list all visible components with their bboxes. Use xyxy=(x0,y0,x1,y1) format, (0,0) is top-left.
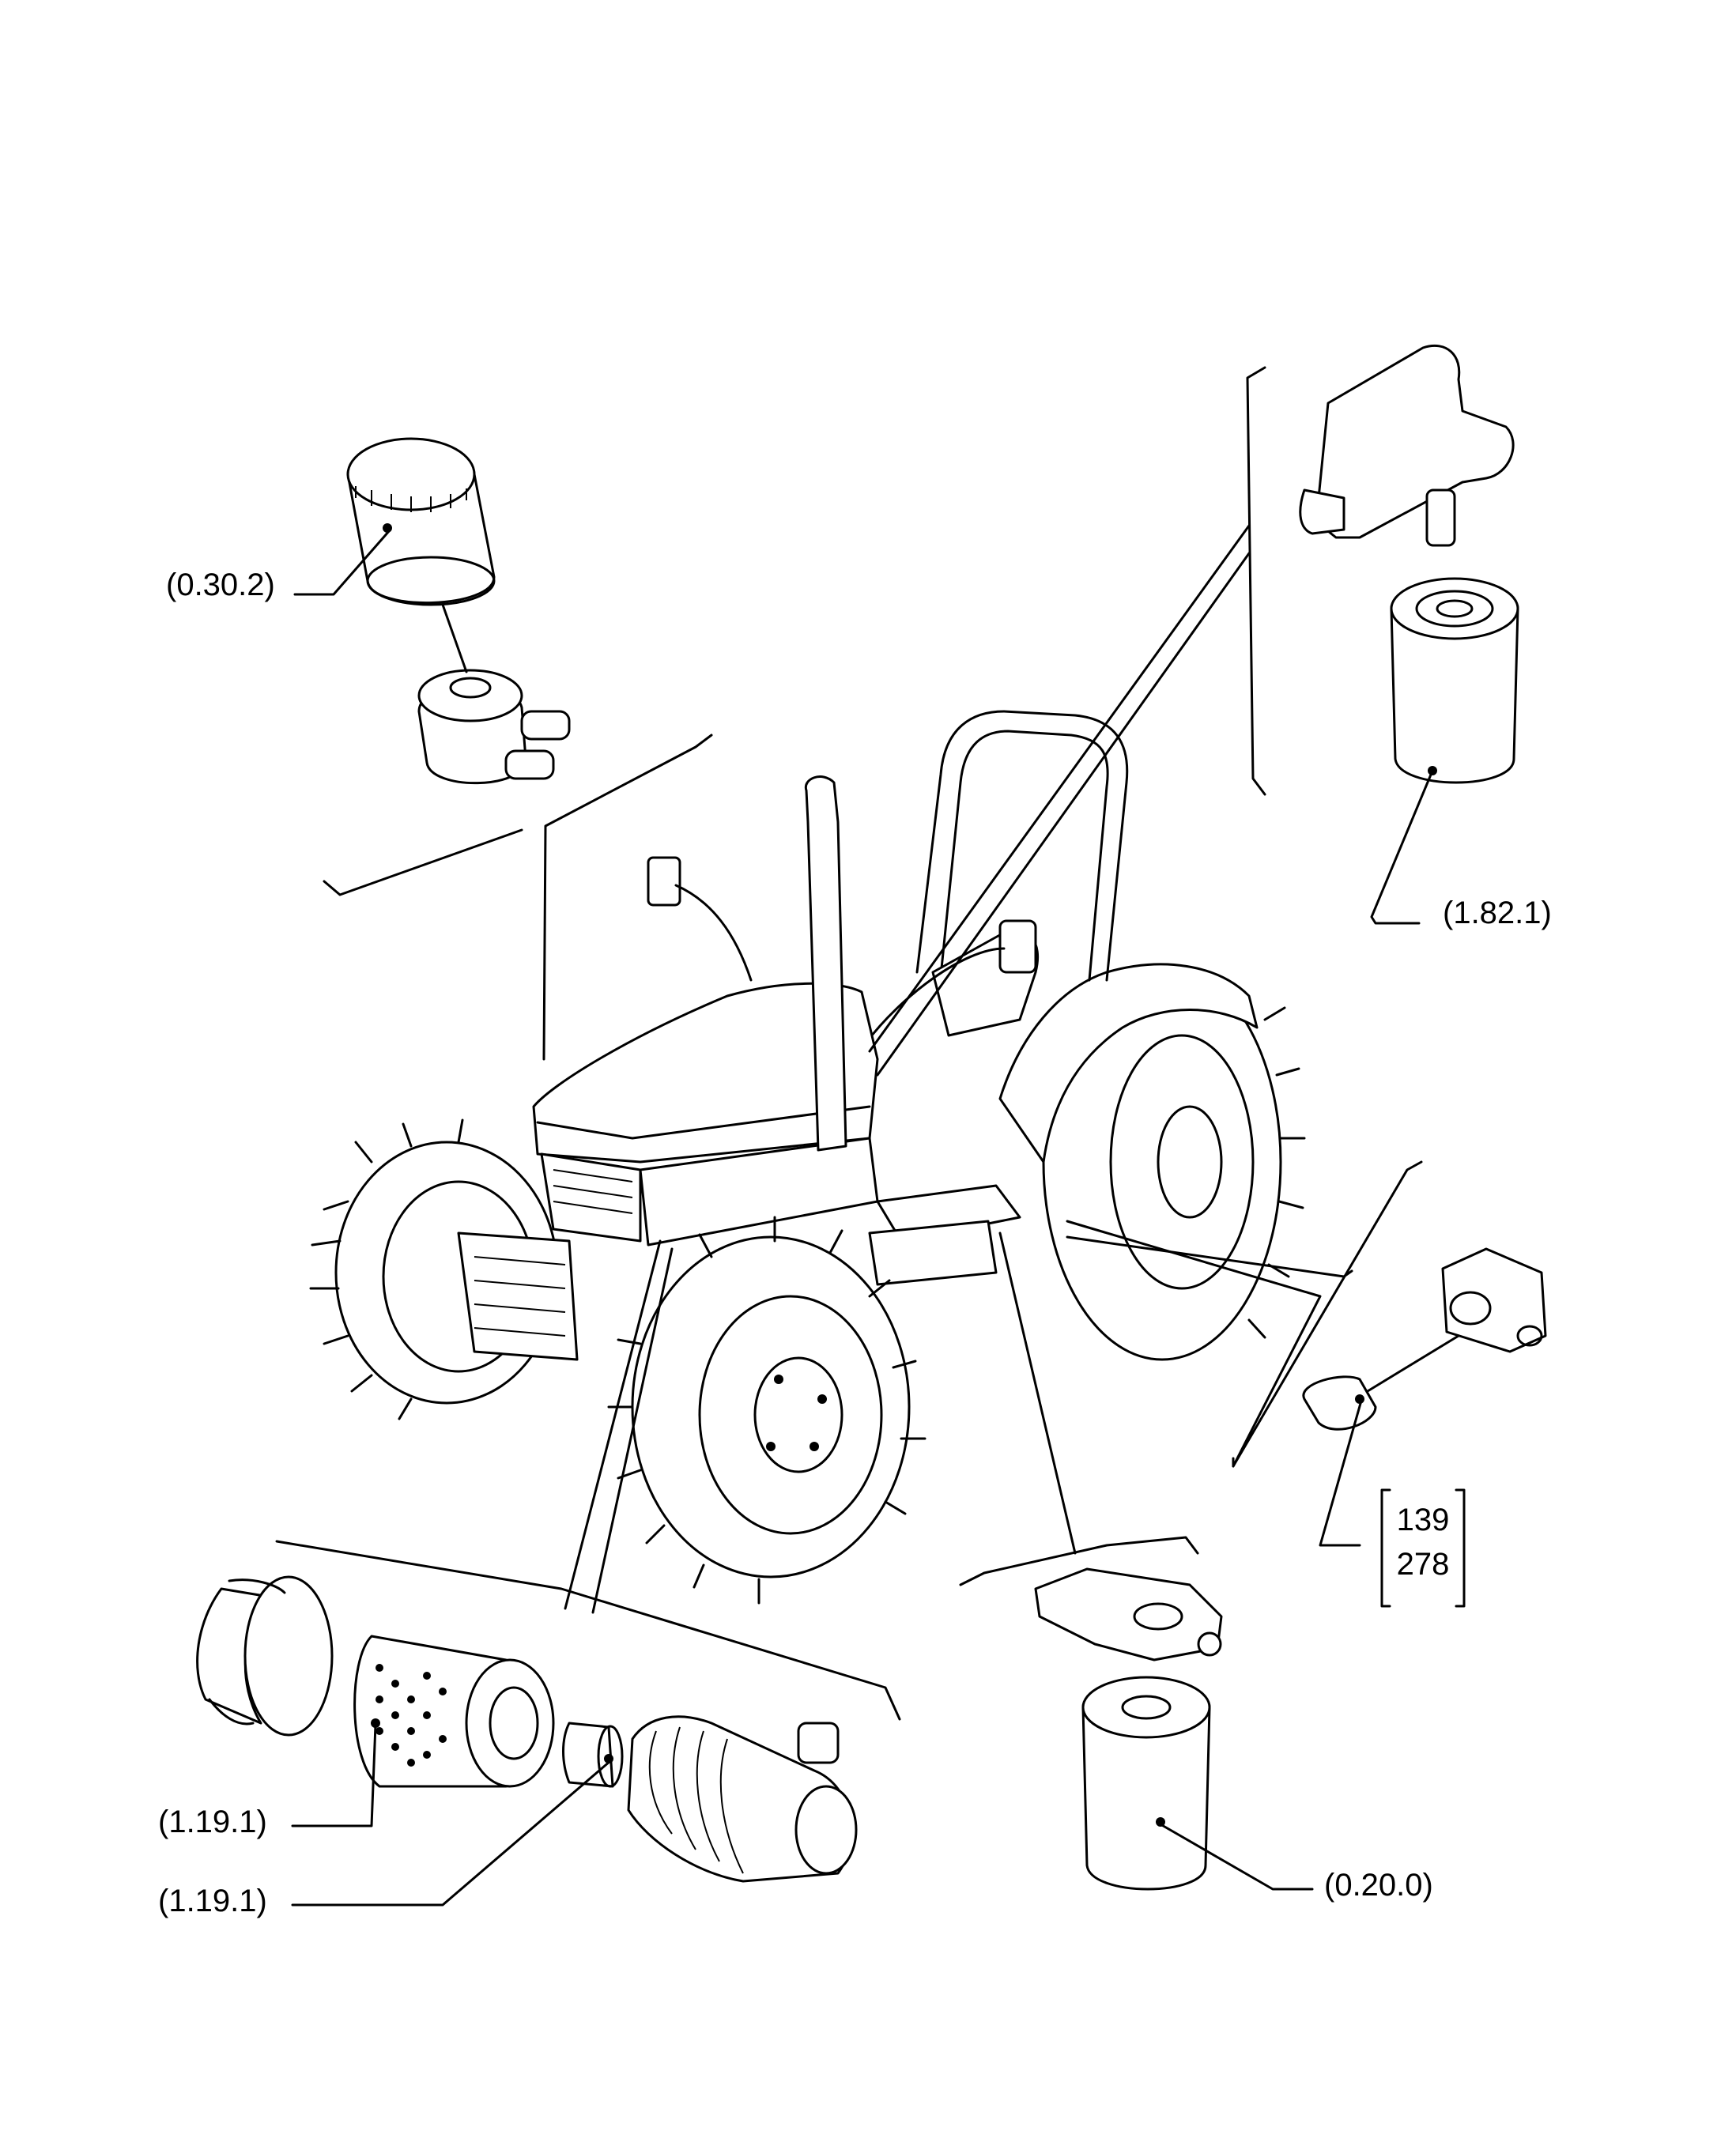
front-right-tire xyxy=(607,1216,926,1605)
callout-air-filter-inner: (1.19.1) xyxy=(158,1884,267,1918)
leader-lines xyxy=(291,524,1432,1907)
fuel-filter-illustration xyxy=(959,1536,1223,1891)
front-grille xyxy=(540,1152,642,1243)
roll-bar xyxy=(915,710,1129,982)
oil-filter-illustration xyxy=(346,437,571,785)
reference-box: 139 278 xyxy=(1385,1498,1461,1586)
callout-fuel-filter: (0.20.0) xyxy=(1324,1868,1433,1903)
callout-hydraulic-filter: (1.82.1) xyxy=(1443,896,1552,930)
exhaust-stack xyxy=(804,775,847,1152)
sensor-illustration xyxy=(1232,1160,1547,1468)
hydraulic-filter-illustration xyxy=(1246,344,1519,796)
callout-air-filter-outer: (1.19.1) xyxy=(158,1805,267,1839)
air-filter-illustration xyxy=(196,1540,901,1883)
callout-oil-filter: (0.30.2) xyxy=(166,568,275,602)
tractor-illustration xyxy=(309,710,1306,1605)
rear-right-tire xyxy=(1042,963,1306,1361)
reference-line-1: 139 xyxy=(1396,1503,1450,1537)
reference-box-brackets xyxy=(1380,1488,1466,1608)
right-mirror xyxy=(998,919,1037,974)
rear-fender xyxy=(998,963,1259,1164)
step-platform xyxy=(876,1184,1021,1243)
left-mirror xyxy=(647,856,681,907)
front-weights xyxy=(457,1231,579,1361)
reference-line-2: 278 xyxy=(1396,1547,1450,1582)
